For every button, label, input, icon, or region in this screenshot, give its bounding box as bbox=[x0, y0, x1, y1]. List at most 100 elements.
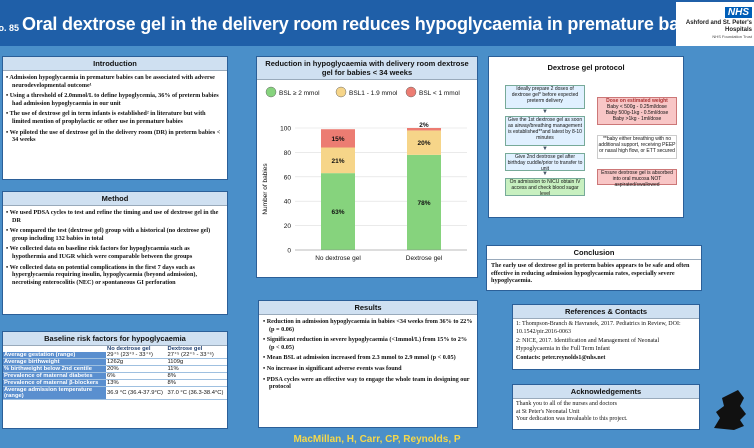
row-label: Average birthweight bbox=[3, 358, 107, 366]
data-label: 21% bbox=[331, 158, 344, 165]
results-panel: Results Reduction in admission hypoglyca… bbox=[258, 300, 478, 428]
bar-segment bbox=[407, 128, 441, 131]
acknowledgements-heading: Acknowledgements bbox=[513, 385, 699, 399]
data-label: 15% bbox=[331, 136, 344, 143]
baseline-table: No dextrose gel Dextrose gel Average ges… bbox=[3, 346, 227, 400]
ack-line: Your dedication was invaluable to this p… bbox=[516, 416, 628, 422]
legend-swatch bbox=[265, 86, 277, 98]
bar-segment bbox=[321, 173, 355, 250]
absorption-warning: Ensure dextrose gel is absorbed into ora… bbox=[597, 169, 677, 188]
chart-heading: Reduction in hypoglycaemia with delivery… bbox=[257, 57, 477, 80]
method-bullet: We collected data on potential complicat… bbox=[6, 264, 224, 287]
x-tick-label: Dextrose gel bbox=[406, 255, 443, 262]
legend-label: BSL1 - 1.9 mmol bbox=[349, 90, 398, 97]
y-tick-label: 60 bbox=[284, 174, 292, 181]
poster-title: Oral dextrose gel in the delivery room r… bbox=[22, 14, 715, 34]
intro-bullet: The use of dextrose gel in term infants … bbox=[6, 110, 224, 125]
method-bullet: We used PDSA cycles to test and refine t… bbox=[6, 209, 224, 224]
results-bullet: Significant reduction in severe hypoglyc… bbox=[263, 336, 473, 351]
intro-bullet: We piloted the use of dextrose gel in th… bbox=[6, 129, 224, 144]
data-label: 2% bbox=[419, 122, 429, 129]
conclusion-text: The early use of dextrose gel in preterm… bbox=[491, 262, 690, 285]
row-label: Prevalence of maternal β-blockers bbox=[3, 379, 107, 387]
method-heading: Method bbox=[3, 192, 227, 206]
legend-swatch bbox=[405, 86, 417, 98]
y-tick-label: 20 bbox=[284, 223, 292, 230]
bar-segment bbox=[321, 147, 355, 174]
dose-line: Baby >1kg - 1ml/dose bbox=[612, 116, 662, 122]
protocol-step-3: Give 2nd dextrose gel after birthday cud… bbox=[505, 153, 585, 172]
ack-line: at St Peter's Neonatal Unit bbox=[516, 408, 580, 415]
protocol-step-2: Give the 1st dextrose gel as soon as air… bbox=[505, 116, 585, 146]
acknowledgements-text: Thank you to all of the nurses and docto… bbox=[513, 399, 699, 426]
logo-org-sub: NHS Foundation Trust bbox=[712, 34, 752, 39]
y-tick-label: 0 bbox=[287, 248, 291, 255]
y-axis-label: Number of babies bbox=[262, 163, 269, 215]
data-label: 20% bbox=[417, 140, 430, 147]
row-label: % birthweight below 2nd centile bbox=[3, 365, 107, 373]
cell: 13% bbox=[106, 379, 167, 387]
references-heading: References & Contacts bbox=[513, 305, 699, 319]
protocol-step-4: On admission to NICU obtain IV access an… bbox=[505, 178, 585, 197]
intro-bullet: Using a threshold of 2.0mmol/L to define… bbox=[6, 92, 224, 107]
method-list: We used PDSA cycles to test and refine t… bbox=[3, 206, 227, 292]
row-label: Average admission temperature (range) bbox=[3, 386, 107, 400]
logo-org-name: Ashford and St. Peter's Hospitals bbox=[685, 20, 752, 33]
column-header-gel: Dextrose gel bbox=[167, 346, 203, 352]
cell: 1109g bbox=[166, 358, 227, 366]
data-label: 63% bbox=[331, 209, 344, 216]
baseline-heading: Baseline risk factors for hypoglycaemia bbox=[3, 332, 227, 346]
cell: 1262g bbox=[106, 358, 167, 366]
authors: MacMillan, H, Carr, CP, Reynolds, P bbox=[293, 434, 461, 445]
acknowledgements-panel: Acknowledgements Thank you to all of the… bbox=[512, 384, 700, 430]
protocol-panel: Dextrose gel protocol Ideally prepare 2 … bbox=[488, 56, 684, 218]
dose-box: Dose on estimated weight Baby < 500g - 0… bbox=[597, 97, 677, 125]
y-tick-label: 40 bbox=[284, 199, 292, 206]
references-list: 1: Thompson-Branch & Havranek, 2017. Ped… bbox=[513, 319, 699, 365]
arrow-down-icon: ▼ bbox=[542, 146, 548, 152]
row-label: Average gestation (range) bbox=[3, 352, 107, 359]
bar-segment bbox=[407, 154, 441, 250]
airway-note: **baby either breathing with no addition… bbox=[597, 135, 677, 159]
introduction-list: Admission hypoglycaemia in premature bab… bbox=[3, 71, 227, 150]
results-bullet: No increase in significant adverse event… bbox=[263, 365, 473, 373]
table-row: Average gestation (range)29⁺⁵ (23⁺³ - 33… bbox=[3, 352, 227, 359]
results-heading: Results bbox=[259, 301, 477, 315]
reference-item: 1: Thompson-Branch & Havranek, 2017. Ped… bbox=[516, 321, 681, 335]
cell: 37.0 °C (36.3-38.4°C) bbox=[166, 386, 227, 400]
x-tick-label: No dextrose gel bbox=[315, 255, 361, 262]
reference-item: 2: NICE, 2017. Identification and Manage… bbox=[516, 338, 660, 352]
conclusion-heading: Conclusion bbox=[487, 246, 701, 260]
bar-segment bbox=[321, 129, 355, 148]
nhs-logo: NHS bbox=[724, 7, 752, 18]
chart-panel: Reduction in hypoglycaemia with delivery… bbox=[256, 56, 478, 278]
cell: 27⁺⁵ (22⁺⁵ - 33⁺⁶) bbox=[166, 352, 227, 359]
cell: 36.9 °C (36.4-37.9°C) bbox=[106, 386, 167, 400]
column-header-no-gel: No dextrose gel bbox=[107, 346, 151, 352]
protocol-step-1: Ideally prepare 2 doses of dextrose gel*… bbox=[505, 85, 585, 109]
results-list: Reduction in admission hypoglycaemia in … bbox=[259, 315, 477, 397]
conclusion-panel: Conclusion The early use of dextrose gel… bbox=[486, 245, 702, 291]
method-bullet: We collected data on baseline risk facto… bbox=[6, 245, 224, 260]
method-bullet: We compared the test (dextrose gel) grou… bbox=[6, 227, 224, 242]
dose-line: Baby 500g-1kg - 0.5ml/dose bbox=[605, 110, 669, 116]
introduction-heading: Introduction bbox=[3, 57, 227, 71]
bar-segment bbox=[407, 130, 441, 155]
method-panel: Method We used PDSA cycles to test and r… bbox=[2, 191, 228, 315]
table-row: Average admission temperature (range)36.… bbox=[3, 386, 227, 400]
cell: 20% bbox=[106, 365, 167, 373]
cell: 8% bbox=[166, 372, 227, 380]
results-bullet: Reduction in admission hypoglycaemia in … bbox=[263, 318, 473, 333]
hospital-logo: NHS Ashford and St. Peter's Hospitals NH… bbox=[676, 2, 754, 46]
table-header-row: No dextrose gel Dextrose gel bbox=[3, 346, 227, 352]
dose-title: Dose on estimated weight bbox=[606, 98, 668, 104]
dose-line: Baby < 500g - 0.25ml/dose bbox=[607, 104, 667, 110]
legend-label: BSL < 1 mmol bbox=[419, 90, 460, 97]
y-tick-label: 80 bbox=[284, 150, 292, 157]
